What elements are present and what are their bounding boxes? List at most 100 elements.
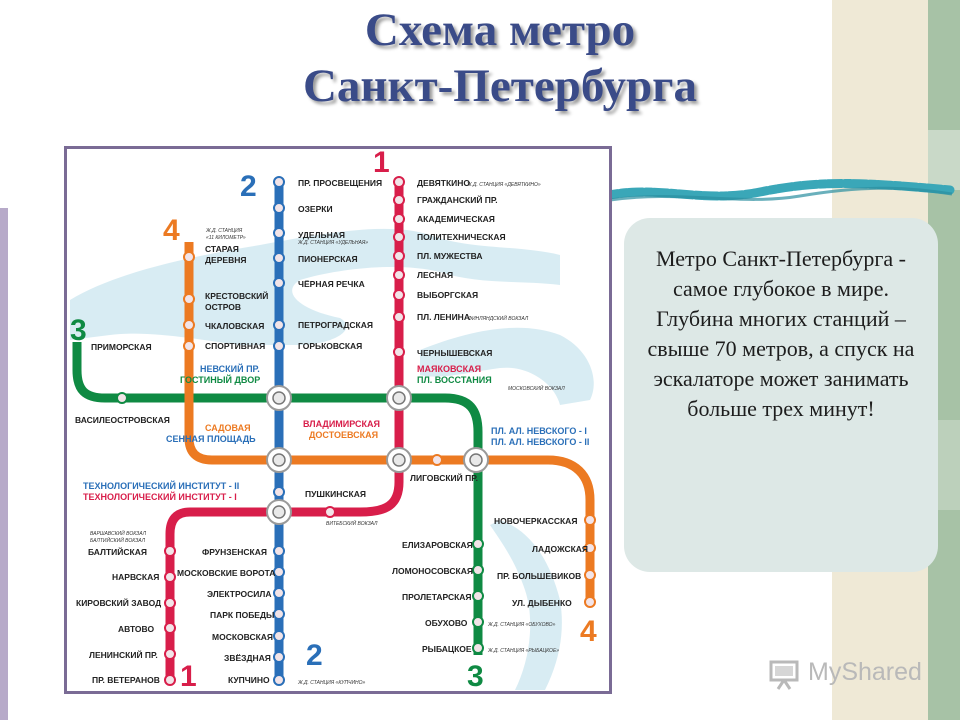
metro-map: 1 2 3 4 2 1 3 4 ПР. ПРОСВЕЩЕНИЯ ОЗЕРКИ У… — [64, 146, 612, 694]
station-label: ЛИГОВСКИЙ ПР. — [410, 472, 478, 483]
station-label: МОСКОВСКИЕ ВОРОТА — [177, 568, 275, 578]
station-label: ОБУХОВО — [425, 618, 468, 628]
station-dot — [584, 514, 596, 526]
decorative-strip-block — [928, 130, 960, 190]
line-4-track — [184, 242, 595, 600]
station-label: ЕЛИЗАРОВСКАЯ — [402, 540, 473, 550]
station-dot — [472, 642, 484, 654]
station-label: СТАРАЯ — [205, 244, 239, 254]
station-dot — [472, 538, 484, 550]
station-label: ПАРК ПОБЕДЫ — [210, 610, 274, 620]
station-dot — [273, 608, 285, 620]
station-dot — [164, 648, 176, 660]
station-dot — [324, 506, 336, 518]
station-dot — [393, 231, 405, 243]
station-label: ДЕРЕВНЯ — [205, 255, 246, 265]
map-note: Ж.Д. СТАНЦИЯ «ОБУХОВО» — [487, 622, 556, 628]
station-label: ПЛ. МУЖЕСТВА — [417, 251, 483, 261]
station-label: ПР. ПРОСВЕЩЕНИЯ — [298, 178, 382, 188]
station-label: ПОЛИТЕХНИЧЕСКАЯ — [417, 232, 506, 242]
station-label: БАЛТИЙСКАЯ — [88, 546, 147, 557]
station-dots — [116, 176, 596, 686]
station-label: ГОРЬКОВСКАЯ — [298, 341, 362, 351]
station-label: ДЕВЯТКИНО — [417, 178, 470, 188]
interchange-label: СЕННАЯ ПЛОЩАДЬ — [166, 434, 256, 444]
station-dot — [273, 319, 285, 331]
interchange-label: НЕВСКИЙ ПР. — [200, 363, 260, 374]
station-dot — [273, 545, 285, 557]
interchange-label: ТЕХНОЛОГИЧЕСКИЙ ИНСТИТУТ - II — [83, 480, 239, 491]
station-label: ПРОЛЕТАРСКАЯ — [402, 592, 472, 602]
station-dot — [273, 486, 285, 498]
title-line-2: Санкт-Петербурга — [302, 60, 698, 112]
station-label: ПРИМОРСКАЯ — [91, 342, 152, 352]
logo-text: MyShared — [808, 658, 922, 686]
line-1-track — [165, 180, 404, 680]
station-dot — [273, 587, 285, 599]
station-label: АКАДЕМИЧЕСКАЯ — [417, 214, 495, 224]
river-lower — [490, 520, 562, 690]
station-label: ЛАДОЖСКАЯ — [532, 544, 588, 554]
station-dot — [273, 651, 285, 663]
station-dot — [273, 227, 285, 239]
station-label: НАРВСКАЯ — [112, 572, 159, 582]
station-dot — [584, 596, 596, 608]
interchange-label: САДОВАЯ — [205, 423, 251, 433]
station-dot — [393, 176, 405, 188]
station-dot — [164, 545, 176, 557]
station-label: ПР. БОЛЬШЕВИКОВ — [497, 571, 581, 581]
station-label: ЭЛЕКТРОСИЛА — [207, 589, 271, 599]
station-label: ЛЕНИНСКИЙ ПР. — [89, 649, 158, 660]
projector-screen-icon — [769, 660, 799, 690]
title-line-1: Схема метро — [364, 4, 636, 56]
map-note: ВАРШАВСКИЙ ВОКЗАЛ — [90, 529, 147, 537]
interchange-dots — [266, 385, 489, 525]
metro-map-svg: 1 2 3 4 2 1 3 4 ПР. ПРОСВЕЩЕНИЯ ОЗЕРКИ У… — [70, 149, 597, 691]
station-dot — [164, 622, 176, 634]
station-label: ПУШКИНСКАЯ — [305, 489, 366, 499]
station-dot — [273, 176, 285, 188]
station-label: СПОРТИВНАЯ — [205, 341, 265, 351]
map-note: ФИНЛЯНДСКИЙ ВОКЗАЛ — [468, 314, 529, 322]
station-dot — [273, 340, 285, 352]
station-label: ЛОМОНОСОВСКАЯ — [392, 566, 473, 576]
station-dot — [183, 293, 195, 305]
info-card: Метро Санкт-Петербурга - самое глубокое … — [624, 218, 938, 572]
interchange-dot-inner — [272, 391, 286, 405]
station-dot — [393, 213, 405, 225]
interchange-label: ПЛ. АЛ. НЕВСКОГО - I — [491, 426, 587, 436]
station-dot — [393, 269, 405, 281]
station-dot — [183, 340, 195, 352]
station-dot — [393, 311, 405, 323]
info-text: Метро Санкт-Петербурга - самое глубокое … — [647, 246, 915, 421]
line-number-3-west: 3 — [70, 314, 87, 347]
decorative-brush-stroke — [600, 179, 955, 202]
map-note: МОСКОВСКИЙ ВОКЗАЛ — [508, 384, 565, 392]
station-dot — [164, 571, 176, 583]
station-label: ЧЕРНЫШЕВСКАЯ — [417, 348, 492, 358]
station-dot — [183, 251, 195, 263]
map-note: Ж.Д. СТАНЦИЯ «ДЕВЯТКИНО» — [466, 182, 541, 188]
slide-title: Схема метро Санкт-Петербурга — [200, 2, 800, 114]
interchange-label: МАЯКОВСКАЯ — [417, 364, 481, 374]
interchange-dot-inner — [392, 391, 406, 405]
station-dot — [183, 319, 195, 331]
map-note: «11 КИЛОМЕТР» — [206, 235, 246, 241]
station-label: ВЫБОРГСКАЯ — [417, 290, 478, 300]
station-label: ЧЁРНАЯ РЕЧКА — [298, 279, 365, 289]
line-number-4-north: 4 — [163, 214, 180, 247]
station-dot — [472, 590, 484, 602]
station-dot — [472, 616, 484, 628]
station-dot — [393, 194, 405, 206]
station-label: ЗВЁЗДНАЯ — [224, 653, 271, 663]
myshared-logo: MyShared — [768, 654, 938, 694]
station-label: ПР. ВЕТЕРАНОВ — [92, 675, 160, 685]
station-dot — [472, 564, 484, 576]
interchange-label: ВЛАДИМИРСКАЯ — [303, 419, 380, 429]
station-label: ЧКАЛОВСКАЯ — [205, 321, 264, 331]
station-label: АВТОВО — [118, 624, 154, 634]
map-note: Ж.Д. СТАНЦИЯ «РЫБАЦКОЕ» — [487, 648, 559, 654]
map-note: ВИТЕБСКИЙ ВОКЗАЛ — [326, 519, 378, 527]
interchange-label: ДОСТОЕВСКАЯ — [309, 430, 378, 440]
map-note: Ж.Д. СТАНЦИЯ «УДЕЛЬНАЯ» — [297, 240, 368, 246]
